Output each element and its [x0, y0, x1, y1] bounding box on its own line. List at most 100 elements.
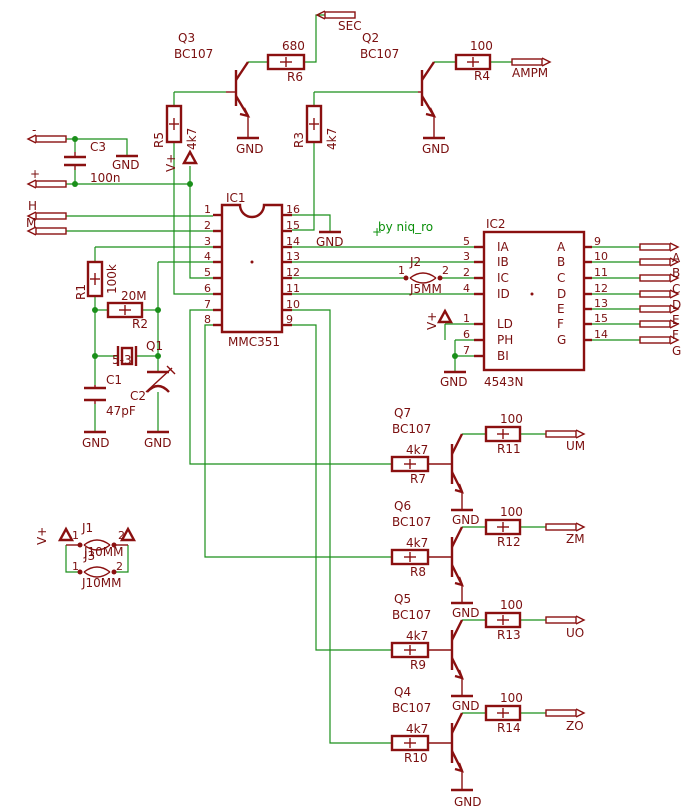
j3-pin-2: 2: [116, 560, 123, 573]
input-plus-label: +: [30, 167, 40, 181]
j2-pin-1: 1: [398, 264, 405, 277]
um-connector: UM: [545, 429, 586, 453]
gnd-ic2: GND: [440, 370, 468, 389]
r10-value: 4k7: [406, 722, 428, 736]
vplus-ic2-label: V+: [425, 312, 439, 330]
r10-name: R10: [404, 751, 428, 765]
um-label: UM: [566, 439, 585, 453]
r5-value: 4k7: [185, 128, 199, 150]
r12-name: R12: [497, 535, 521, 549]
q1-name: Q1: [146, 339, 163, 353]
uo-label: UO: [566, 626, 584, 640]
ic2-name: IC2: [486, 217, 506, 231]
q2-name: Q2: [362, 31, 379, 45]
ic1-pin-4: 4: [204, 250, 211, 263]
crystal-value: 5-3: [112, 353, 132, 367]
q4-name: Q4: [394, 685, 411, 699]
ic2-label-e: E: [557, 302, 565, 316]
ic2-label-c: C: [557, 271, 565, 285]
credit-text: by niq_ro: [378, 220, 433, 234]
r3-value: 4k7: [325, 128, 339, 150]
r2-name: R2: [132, 317, 148, 331]
ic2-label-ic: IC: [497, 271, 509, 285]
q3: Q3 BC107 GND: [174, 31, 264, 156]
zo-label: ZO: [566, 719, 584, 733]
gnd-q4: GND: [451, 771, 482, 809]
r6-value: 680: [282, 39, 305, 53]
gnd-q7: GND: [451, 492, 480, 527]
ic2-pin-15: 15: [594, 312, 608, 325]
ic2-label-f: F: [557, 317, 564, 331]
r2: 20M R2: [106, 289, 148, 331]
ic2-pin-2: 2: [463, 266, 470, 279]
ic2-pin-14: 14: [594, 328, 608, 341]
j3-value: J10MM: [81, 576, 122, 590]
r3-name: R3: [292, 132, 306, 148]
j2-pin-2: 2: [442, 264, 449, 277]
r11: 100 R11: [484, 412, 523, 456]
ic1-pin-3: 3: [204, 235, 211, 248]
r2-value: 20M: [121, 289, 147, 303]
ic1-pin-9: 9: [286, 313, 293, 326]
ic1-pin-15: 15: [286, 219, 300, 232]
r8-value: 4k7: [406, 536, 428, 550]
j1-pin-1: 1: [72, 529, 79, 542]
ic2-pin-12: 12: [594, 282, 608, 295]
ic2-label-g: G: [557, 333, 566, 347]
ic2-label-ib: IB: [497, 255, 509, 269]
r5-name: R5: [152, 132, 166, 148]
ampm-label: AMPM: [512, 66, 548, 80]
zo-connector: ZO: [545, 708, 586, 733]
ic2-pin-7: 7: [463, 344, 470, 357]
j1-name: J1: [81, 521, 93, 535]
gnd-ic2-label: GND: [440, 375, 468, 389]
r13-name: R13: [497, 628, 521, 642]
j3-name: J3: [83, 549, 95, 563]
ic2-pin-10: 10: [594, 250, 608, 263]
junctions: [72, 136, 458, 359]
r12-value: 100: [500, 505, 523, 519]
r4-value: 100: [470, 39, 493, 53]
j2: J2 J5MM 1 2: [398, 255, 449, 296]
ic1-pin-10: 10: [286, 298, 300, 311]
r9-name: R9: [410, 658, 426, 672]
ic1-pin-1: 1: [204, 203, 211, 216]
gnd-q6-label: GND: [452, 606, 480, 620]
vplus-ic1: V+: [164, 149, 199, 172]
crystal-q1: Q1 5-3: [112, 339, 163, 367]
seg-f-label: F: [672, 328, 679, 342]
r13-value: 100: [500, 598, 523, 612]
c2-gnd-label: GND: [144, 436, 172, 450]
ic1-name: IC1: [226, 191, 246, 205]
ic1: IC1 MMC351 1 2 3 4 5 6 7 8 16 15 14 13 1…: [204, 191, 300, 349]
seg-e-label: E: [672, 313, 680, 327]
q6: Q6 BC107: [392, 499, 464, 587]
segment-outputs: A B C D E F G: [639, 242, 681, 358]
r1: R1 100k: [74, 260, 119, 300]
j2-name: J2: [409, 255, 421, 269]
ic2-pin-6: 6: [463, 328, 470, 341]
q3-value: BC107: [174, 47, 213, 61]
ic1-pin-6: 6: [204, 282, 211, 295]
ic1-pin-14: 14: [286, 235, 300, 248]
q3-name: Q3: [178, 31, 195, 45]
ic2-label-d: D: [557, 287, 566, 301]
ic1-pin-5: 5: [204, 266, 211, 279]
q6-value: BC107: [392, 515, 431, 529]
gnd-q4-label: GND: [454, 795, 482, 809]
sec-label: SEC: [338, 19, 362, 33]
wires: [65, 14, 640, 744]
r4-name: R4: [474, 69, 490, 83]
r13: 100 R13: [484, 598, 523, 642]
r5: R5 4k7: [152, 104, 199, 150]
vplus-ic2: V+: [425, 308, 454, 330]
ic2-label-b: B: [557, 255, 565, 269]
ic2-pin-4: 4: [463, 282, 470, 295]
r9: 4k7 R9: [390, 629, 430, 672]
ic1-pin-12: 12: [286, 266, 300, 279]
q2-gnd-label: GND: [422, 142, 450, 156]
r6: 680 R6: [266, 39, 306, 84]
ic2-label-ld: LD: [497, 317, 513, 331]
r14-name: R14: [497, 721, 521, 735]
